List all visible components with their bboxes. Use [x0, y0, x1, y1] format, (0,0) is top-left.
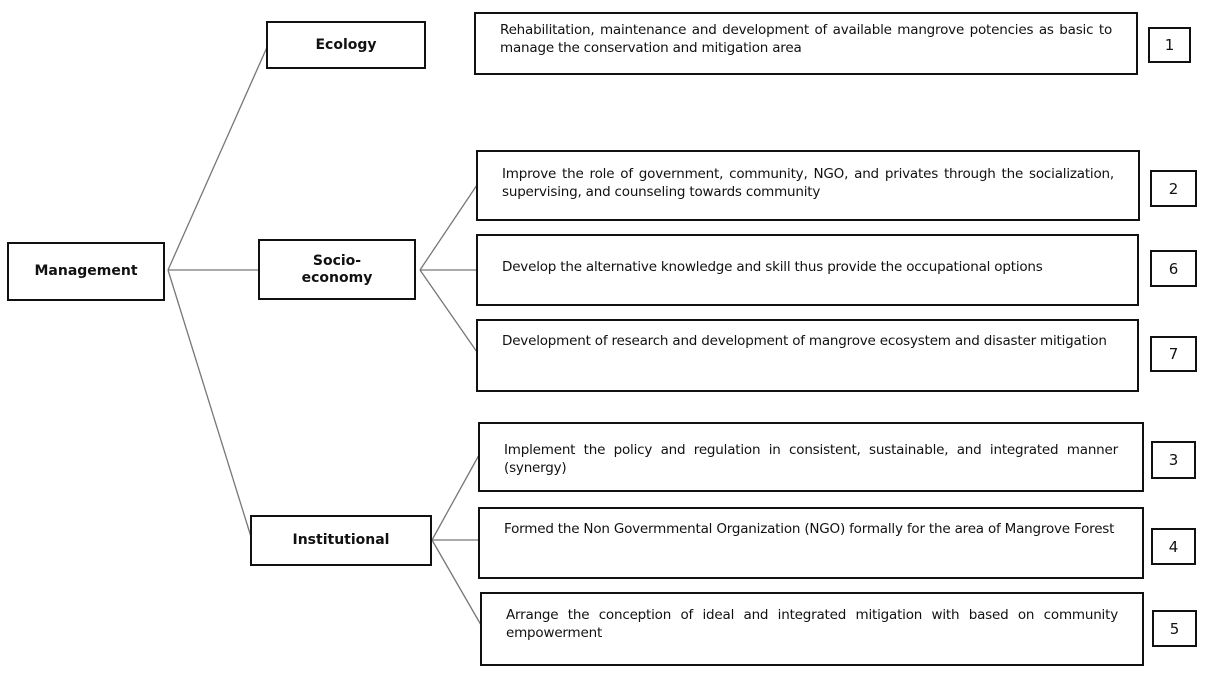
action-text-6: Develop the alternative knowledge and sk… — [502, 259, 1043, 275]
action-text-5: Arrange the conception of ideal and inte… — [506, 607, 1118, 641]
connector-socio-action-7 — [419, 269, 478, 353]
number-badge-1: 1 — [1148, 27, 1191, 63]
category-ecology: Ecology — [266, 21, 426, 69]
number-badge-2: 2 — [1150, 170, 1197, 207]
category-socio-economy-label: Socio- economy — [301, 252, 373, 286]
action-box-3: Implement the policy and regulation in c… — [478, 422, 1144, 492]
number-label-4: 4 — [1168, 537, 1179, 556]
action-box-6: Develop the alternative knowledge and sk… — [476, 234, 1139, 306]
category-socio-economy: Socio- economy — [258, 239, 416, 300]
action-text-3: Implement the policy and regulation in c… — [504, 442, 1118, 476]
number-badge-3: 3 — [1151, 441, 1196, 479]
connector-institutional-action-3 — [431, 454, 480, 541]
action-text-7: Development of research and development … — [502, 333, 1107, 349]
category-institutional-label: Institutional — [292, 532, 390, 548]
category-institutional: Institutional — [250, 515, 432, 566]
management-label: Management — [34, 263, 138, 279]
action-box-5: Arrange the conception of ideal and inte… — [480, 592, 1144, 666]
action-text-4: Formed the Non Govermmental Organization… — [504, 521, 1115, 537]
number-label-7: 7 — [1168, 345, 1179, 363]
category-ecology-label: Ecology — [315, 36, 377, 53]
number-badge-6: 6 — [1150, 250, 1197, 287]
action-text-1: Rehabilitation, maintenance and developm… — [500, 22, 1112, 56]
number-label-2: 2 — [1168, 179, 1179, 198]
number-badge-4: 4 — [1151, 528, 1196, 565]
connector-management-ecology — [167, 44, 269, 271]
number-label-5: 5 — [1169, 619, 1180, 638]
action-box-7: Development of research and development … — [476, 319, 1139, 392]
connector-institutional-action-5 — [431, 539, 482, 626]
number-label-6: 6 — [1168, 259, 1179, 278]
action-box-4: Formed the Non Govermmental Organization… — [478, 507, 1144, 579]
number-badge-5: 5 — [1152, 610, 1197, 647]
number-label-3: 3 — [1168, 451, 1179, 469]
action-box-1: Rehabilitation, maintenance and developm… — [474, 12, 1138, 75]
connector-management-institutional — [167, 269, 253, 541]
action-box-2: Improve the role of government, communit… — [476, 150, 1140, 221]
number-label-1: 1 — [1164, 36, 1175, 54]
number-badge-7: 7 — [1150, 336, 1197, 372]
action-text-2: Improve the role of government, communit… — [502, 166, 1114, 200]
management-node: Management — [7, 242, 165, 301]
connector-socio-action-2 — [419, 184, 478, 271]
